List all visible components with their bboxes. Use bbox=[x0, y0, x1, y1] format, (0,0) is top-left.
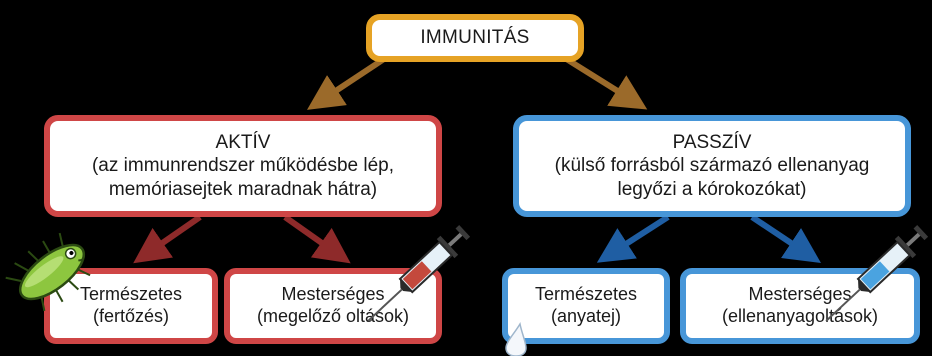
root-node-immunity: IMMUNITÁS bbox=[366, 14, 584, 62]
active-immunity-node: AKTÍV (az immunrendszer működésbe lép, m… bbox=[44, 115, 442, 217]
leaf-title: Természetes bbox=[79, 284, 183, 305]
passive-immunity-node: PASSZÍV (külső forrásból származó ellena… bbox=[513, 115, 911, 217]
passive-natural-node: Természetes (anyatej) bbox=[502, 268, 670, 344]
leaf-title: Mesterséges bbox=[281, 284, 385, 305]
active-description-line-1: (az immunrendszer működésbe lép, bbox=[91, 155, 395, 177]
leaf-detail: (fertőzés) bbox=[92, 306, 170, 326]
root-label: IMMUNITÁS bbox=[420, 27, 530, 49]
active-artificial-node: Mesterséges (megelőző oltások) bbox=[224, 268, 442, 344]
arrow-active-to-natural bbox=[133, 214, 202, 264]
arrow-root-to-passive bbox=[558, 52, 648, 110]
passive-description-line-1: (külső forrásból származó ellenanyag bbox=[554, 155, 870, 177]
arrow-root-to-active bbox=[306, 52, 392, 110]
leaf-detail: (megelőző oltások) bbox=[256, 306, 410, 326]
arrow-passive-to-natural bbox=[596, 214, 670, 263]
active-description-line-2: memóriasejtek maradnak hátra) bbox=[108, 178, 378, 200]
passive-artificial-node: Mesterséges (ellenanyagoltások) bbox=[680, 268, 920, 344]
active-natural-node: Természetes (fertőzés) bbox=[44, 268, 218, 344]
passive-description-line-2: legyőzi a kórokozókat) bbox=[617, 178, 807, 200]
active-title: AKTÍV bbox=[215, 132, 271, 154]
arrow-passive-to-artificial bbox=[750, 214, 821, 263]
passive-title: PASSZÍV bbox=[672, 132, 752, 154]
leaf-title: Természetes bbox=[534, 284, 638, 305]
leaf-detail: (anyatej) bbox=[550, 306, 622, 326]
leaf-title: Mesterséges bbox=[748, 284, 852, 305]
arrow-active-to-artificial bbox=[283, 214, 351, 264]
leaf-detail: (ellenanyagoltások) bbox=[721, 306, 879, 326]
